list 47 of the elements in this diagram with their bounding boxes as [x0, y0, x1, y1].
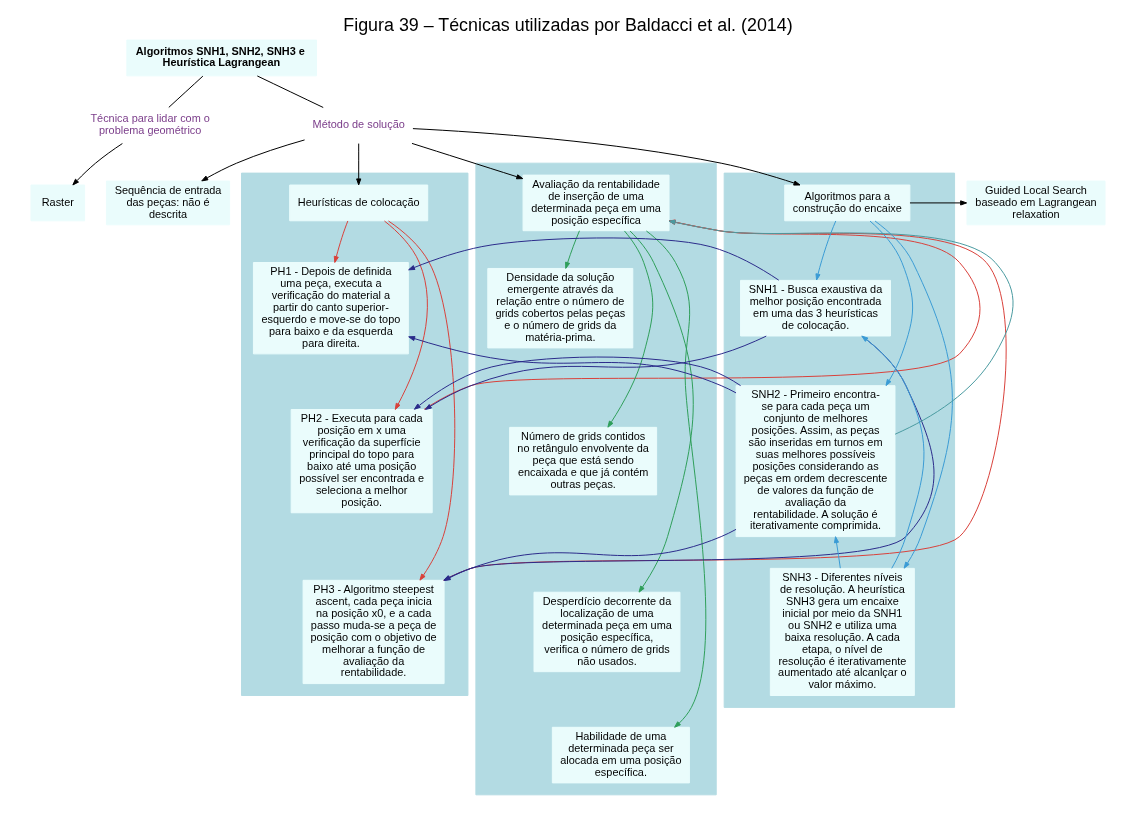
arrow — [424, 335, 767, 410]
node-box: Algoritmos para a construção do encaixe — [783, 184, 910, 222]
arrow — [413, 356, 741, 410]
arrow — [423, 219, 980, 410]
node-box: Densidade da solução emergente através da relação entre o número de grids cobertos pelas peças e o número de grids da matéria-prima. — [486, 267, 633, 349]
node-box: SNH2 - Primeiro encontra-se para cada peça um conjunto de melhores posições. Assim, as peças são inseridas em turnos em suas melhores possíveis posições considerando as peças em ordem decrescente de valores da função de avaliação da rentabilidade. A solução é iterativamente comprimida. — [735, 385, 895, 538]
node-box: SNH3 - Diferentes níveis de resolução. A heurística SNH3 gera um encaixe inicial por meio da SNH1 ou SNH2 e utiliza uma baixa resolução. A cada etapa, o nível de resolução é iterativamente aumentado até alcanlçar o valor máximo. — [769, 567, 915, 696]
node-box: Heurísticas de colocação — [288, 184, 428, 222]
arrow — [874, 220, 953, 569]
arrow — [629, 230, 694, 593]
arrow — [407, 237, 779, 281]
connector — [167, 75, 203, 108]
node-box: Número de grids contidos no retângulo envolvente da peça que está sendo encaixada e que já contém outras peças. — [508, 426, 657, 496]
node-box: Habilidade de uma determinada peça ser alocada em uma posição específica. — [551, 726, 690, 784]
node-box: Sequência de entrada das peças: não é descrita — [105, 180, 230, 226]
arrow — [814, 220, 836, 281]
arrow — [564, 230, 580, 269]
arrow — [860, 335, 924, 569]
arrow — [200, 139, 305, 182]
node-box: PH1 - Depois de definida uma peça, executa a verificação do material a partir do canto superior-esquerdo e move-se do topo para baixo e da esquerda para direita. — [252, 262, 409, 355]
caption: Figura 39 – Técnicas utilizadas por Baldacci et al. (2014) — [342, 14, 793, 35]
cluster — [474, 162, 717, 796]
arrow — [333, 220, 348, 263]
node-box: Avaliação da rentabilidade de inserção de uma determinada peça em uma posição específica — [522, 174, 670, 232]
cluster — [240, 172, 468, 696]
arrow — [407, 336, 737, 394]
arrow — [410, 142, 523, 180]
node-box: PH3 - Algoritmo steepest ascent, cada peça inicia na posição x0, e a cada passo muda-se a peça de posição com o objetivo de melhorar a função de avaliação da rentabilidade. — [302, 579, 445, 685]
node-text: Técnica para lidar com o problema geométrico — [89, 112, 210, 137]
node-box: Algoritmos SNH1, SNH2, SNH3 e Heurística Lagrangean — [125, 39, 317, 77]
connector — [256, 75, 324, 108]
node-box: SNH1 - Busca exaustiva da melhor posição encontrada em uma das 3 heurísticas de colocação. — [739, 279, 891, 337]
arrow — [833, 536, 841, 569]
arrow — [908, 200, 967, 206]
node-box: Guided Local Search baseado em Lagrangean relaxation — [966, 180, 1106, 226]
arrow — [383, 220, 428, 410]
arrow — [606, 230, 653, 428]
arrow — [668, 219, 1013, 435]
arrow — [645, 230, 706, 728]
node-box: PH2 - Executa para cada posição em x uma verificação da superfície principal do topo para baixo até uma posição possível ser encontrada e seleciona a melhor posição. — [290, 409, 433, 514]
arrow — [869, 220, 913, 387]
arrow — [411, 128, 800, 186]
node-text: Método de solução — [312, 118, 405, 131]
node-box: Desperdício decorrente da localização de uma determinada peça em uma posição específica, verifica o número de grids não usados. — [533, 591, 680, 673]
arrow — [355, 143, 361, 186]
arrow — [71, 143, 123, 186]
node-box: Raster — [29, 184, 85, 222]
